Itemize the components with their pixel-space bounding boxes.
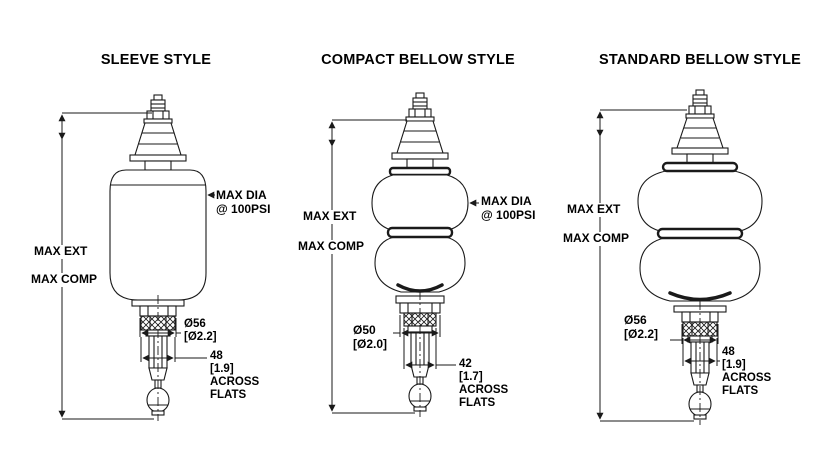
compact-diameter-dimension bbox=[393, 315, 441, 337]
standard-max-comp-label: MAX COMP bbox=[562, 231, 630, 246]
sleeve-across-line1: ACROSS bbox=[210, 375, 260, 388]
compact-max-comp-label: MAX COMP bbox=[297, 239, 365, 254]
compact-flats-in: [1.7] bbox=[459, 370, 483, 383]
title-compact-bellow-style: COMPACT BELLOW STYLE bbox=[321, 52, 515, 68]
standard-flats-mm: 48 bbox=[722, 346, 735, 358]
compact-diameter-in: [Ø2.0] bbox=[353, 336, 388, 351]
compact-flats-mm: 42 bbox=[459, 358, 472, 370]
compact-bellow-body bbox=[371, 166, 469, 293]
sleeve-flats-dimension bbox=[140, 337, 207, 362]
title-standard-bellow-style: STANDARD BELLOW STYLE bbox=[598, 52, 802, 68]
standard-diameter-label: Ø56 [Ø2.2] bbox=[623, 313, 660, 342]
sleeve-max-dia-line1: MAX DIA bbox=[216, 188, 267, 202]
sleeve-max-comp-label: MAX COMP bbox=[30, 272, 98, 287]
compact-max-dia-line2: @ 100PSI bbox=[481, 207, 536, 222]
standard-diameter-mm: Ø56 bbox=[624, 313, 647, 327]
compact-diameter-label: Ø50 [Ø2.0] bbox=[352, 323, 389, 352]
compact-across-line2: FLATS bbox=[459, 396, 496, 409]
title-sleeve-style: SLEEVE STYLE bbox=[100, 52, 212, 68]
compact-bellow-style-drawing bbox=[328, 92, 479, 417]
compact-across-line1: ACROSS bbox=[459, 383, 509, 396]
sleeve-max-dia-line2: @ 100PSI bbox=[216, 201, 271, 216]
compact-max-dia-label: MAX DIA @ 100PSI bbox=[480, 194, 537, 223]
sleeve-style-drawing bbox=[58, 94, 220, 421]
sleeve-across-line2: FLATS bbox=[210, 388, 247, 401]
compact-max-dia-line1: MAX DIA bbox=[481, 194, 532, 208]
standard-flats-dimension bbox=[682, 338, 720, 366]
compact-flats-label: 42 [1.7] ACROSS FLATS bbox=[458, 358, 510, 410]
sleeve-max-dia-label: MAX DIA @ 100PSI bbox=[215, 188, 272, 217]
standard-top-mount bbox=[671, 89, 729, 164]
standard-flats-label: 48 [1.9] ACROSS FLATS bbox=[721, 346, 773, 398]
sleeve-diameter-mm: Ø56 bbox=[184, 318, 206, 330]
standard-diameter-dimension bbox=[670, 324, 719, 344]
standard-bellow-body bbox=[637, 161, 763, 302]
standard-bellow-style-drawing bbox=[596, 89, 763, 425]
compact-flats-dimension bbox=[403, 328, 456, 369]
standard-max-ext-label: MAX EXT bbox=[566, 202, 622, 217]
standard-diameter-in: [Ø2.2] bbox=[624, 326, 659, 341]
sleeve-top-mount bbox=[129, 94, 187, 171]
compact-diameter-mm: Ø50 bbox=[353, 323, 376, 337]
standard-height-dimension bbox=[596, 109, 694, 422]
sleeve-body bbox=[109, 169, 207, 301]
standard-flats-in: [1.9] bbox=[722, 358, 746, 371]
standard-across-line2: FLATS bbox=[722, 384, 759, 397]
standard-across-line1: ACROSS bbox=[722, 371, 772, 384]
sleeve-flats-label: 48 [1.9] ACROSS FLATS bbox=[209, 350, 261, 402]
sleeve-max-ext-label: MAX EXT bbox=[33, 244, 89, 259]
sleeve-flats-mm: 48 bbox=[210, 350, 223, 362]
compact-height-dimension bbox=[328, 119, 415, 414]
sleeve-diameter-label: Ø56 [Ø2.2] bbox=[183, 318, 218, 344]
sleeve-flats-in: [1.9] bbox=[210, 362, 234, 375]
compact-max-ext-label: MAX EXT bbox=[302, 209, 358, 224]
sleeve-diameter-in: [Ø2.2] bbox=[184, 330, 217, 343]
compact-top-mount bbox=[391, 92, 449, 169]
sleeve-diameter-dimension bbox=[139, 318, 181, 337]
